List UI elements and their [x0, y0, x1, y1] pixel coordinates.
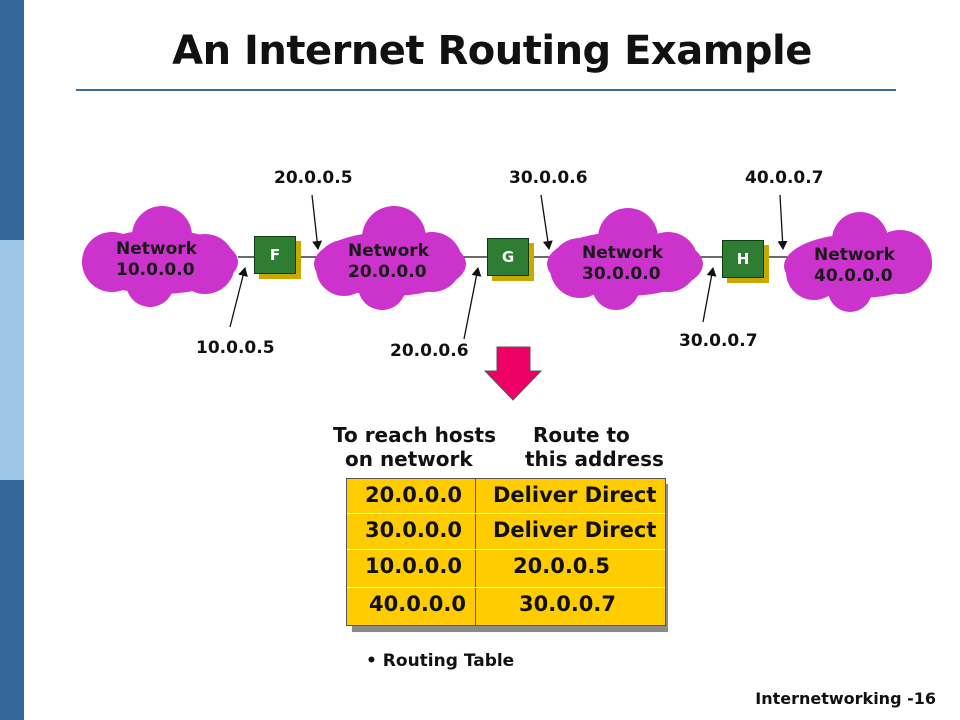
router-f[interactable]: F [254, 236, 296, 274]
network-label-10: Network 10.0.0.0 [116, 239, 197, 281]
col-header-network: To reach hosts on network [333, 423, 496, 471]
down-arrow [483, 346, 543, 401]
routing-table-divider [475, 479, 476, 625]
network-name: Network [814, 245, 895, 265]
col-header-line: on network [345, 447, 473, 471]
title-rule [76, 89, 896, 91]
iface-f-west: 10.0.0.5 [196, 338, 275, 358]
cloud-network-30 [547, 208, 703, 310]
network-name: Network [582, 243, 663, 263]
table-row: 40.0.0.0 30.0.0.7 [347, 587, 665, 624]
iface-f-east: 20.0.0.5 [274, 168, 353, 188]
network-name: Network [348, 241, 429, 261]
network-address: 20.0.0.0 [348, 262, 427, 282]
row-route: 30.0.0.7 [519, 592, 616, 616]
network-address: 30.0.0.0 [582, 264, 661, 284]
side-bar-bottom [0, 480, 24, 720]
col-header-line: Route to [533, 423, 630, 447]
side-bar-middle [0, 240, 24, 480]
row-network: 20.0.0.0 [365, 483, 462, 507]
network-label-40: Network 40.0.0.0 [814, 245, 895, 287]
cloud-network-20 [314, 206, 466, 310]
network-name: Network [116, 239, 197, 259]
bullet-icon: • [366, 651, 383, 671]
caption-text: Routing Table [382, 651, 515, 671]
network-address: 10.0.0.0 [116, 260, 195, 280]
side-bar [0, 0, 24, 720]
row-network: 10.0.0.0 [365, 554, 462, 578]
pointer-f-west [229, 267, 248, 328]
pointer-g-east [540, 194, 553, 250]
row-network: 30.0.0.0 [365, 518, 462, 542]
cloud-network-40 [784, 212, 932, 312]
col-header-line: this address [525, 447, 664, 471]
table-row: 30.0.0.0 Deliver Direct [347, 513, 665, 550]
router-g[interactable]: G [487, 238, 529, 276]
row-network: 40.0.0.0 [369, 592, 466, 616]
cloud-network-10 [82, 206, 238, 307]
network-address: 40.0.0.0 [814, 266, 893, 286]
slide-title: An Internet Routing Example [172, 28, 812, 74]
pointer-h-west [702, 267, 717, 323]
iface-h-east: 40.0.0.7 [745, 168, 824, 188]
row-route: Deliver Direct [493, 483, 657, 507]
pointer-g-west [463, 267, 482, 340]
row-route: Deliver Direct [493, 518, 657, 542]
router-h[interactable]: H [722, 240, 764, 278]
routing-table: 20.0.0.0 Deliver Direct 30.0.0.0 Deliver… [346, 478, 666, 626]
col-header-line: To reach hosts [333, 423, 497, 447]
table-row: 20.0.0.0 Deliver Direct [347, 479, 665, 515]
network-label-30: Network 30.0.0.0 [582, 243, 663, 285]
slide-footer: Internetworking -16 [755, 689, 936, 708]
side-bar-top [0, 0, 24, 240]
iface-g-east: 30.0.0.6 [509, 168, 588, 188]
pointer-f-east [311, 194, 323, 250]
col-header-route: Route to this address [525, 423, 664, 471]
table-row: 10.0.0.0 20.0.0.5 [347, 549, 665, 586]
network-label-20: Network 20.0.0.0 [348, 241, 429, 283]
pointer-h-east [777, 194, 788, 250]
iface-h-west: 30.0.0.7 [679, 331, 758, 351]
iface-g-west: 20.0.0.6 [390, 341, 469, 361]
row-route: 20.0.0.5 [513, 554, 610, 578]
routing-table-caption: • Routing Table [366, 651, 514, 671]
